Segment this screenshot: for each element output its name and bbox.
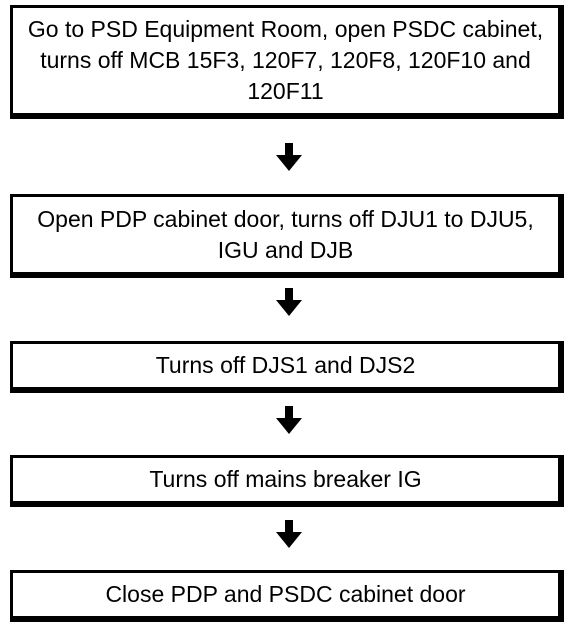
step-text-2: Open PDP cabinet door, turns off DJU1 to… (37, 205, 534, 263)
step-text-1: Go to PSD Equipment Room, open PSDC cabi… (27, 16, 544, 104)
step-box-4: Turns off mains breaker IG (10, 455, 564, 507)
arrow-down-icon (276, 406, 302, 434)
arrow-down-icon (276, 520, 302, 548)
arrow-down-icon (276, 288, 302, 316)
step-text-5: Close PDP and PSDC cabinet door (105, 581, 466, 607)
step-box-3: Turns off DJS1 and DJS2 (10, 341, 564, 393)
step-box-1: Go to PSD Equipment Room, open PSDC cabi… (10, 5, 564, 119)
step-text-3: Turns off DJS1 and DJS2 (155, 352, 416, 378)
step-box-2: Open PDP cabinet door, turns off DJU1 to… (10, 194, 564, 278)
step-text-4: Turns off mains breaker IG (149, 466, 422, 492)
step-box-5: Close PDP and PSDC cabinet door (10, 570, 564, 622)
arrow-down-icon (276, 143, 302, 171)
